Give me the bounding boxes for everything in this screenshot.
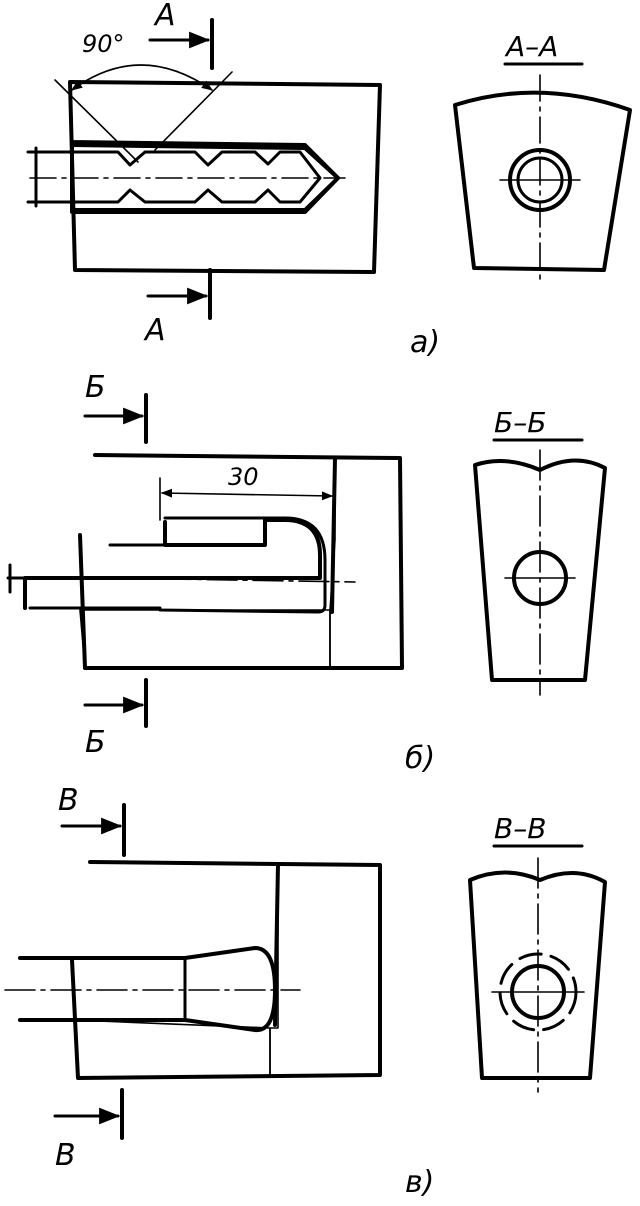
fig-a-angle-line-1	[54, 79, 139, 163]
fig-a-section-letter-bottom: А	[143, 313, 166, 348]
fig-b-section-body	[473, 458, 607, 682]
fig-c-bolt	[18, 946, 277, 1033]
fig-c-body-outline	[70, 860, 382, 1080]
fig-b-section-letter-top: Б	[85, 370, 106, 405]
fig-a-body	[68, 80, 382, 274]
fig-a-angle-label: 90°	[82, 30, 125, 58]
fig-a-section-title: А–А	[504, 30, 558, 63]
fig-c-section-letter-bottom: В	[55, 1138, 76, 1173]
fig-b-bolt-curve	[28, 516, 327, 614]
fig-c-hatch-bottom	[73, 1019, 271, 1079]
fig-c-section-body	[468, 870, 607, 1080]
figure-a: 90° А А А–А а)	[26, 0, 632, 360]
fig-b-bolt	[23, 518, 322, 610]
fig-a-caption: а)	[410, 325, 440, 360]
fig-c-caption: в)	[405, 1165, 434, 1200]
fig-a-angle-line-2	[154, 71, 233, 151]
fig-b-caption: б)	[405, 741, 435, 776]
fig-b-section-title: Б–Б	[494, 406, 546, 439]
fig-c-hatch-right	[269, 863, 381, 1077]
figure-b: 30 Б Б Б–Б б)	[6, 370, 607, 776]
fig-c-section-title: В–В	[494, 812, 546, 845]
fig-b-section-letter-bottom: Б	[85, 725, 106, 760]
fig-c-section-letter-top: В	[58, 783, 79, 818]
fig-a-section-letter-top: А	[153, 0, 176, 33]
fig-a-section-body	[453, 90, 632, 272]
fig-a-angle-arc	[71, 64, 213, 91]
fig-a-bolt	[26, 150, 322, 204]
fig-b-centerline	[114, 577, 356, 583]
fig-b-hatch-right	[329, 457, 403, 669]
fig-b-inner-wall	[330, 456, 337, 614]
fig-b-hatch-bottom	[79, 609, 331, 669]
fig-b-dim-line	[160, 488, 334, 501]
figure-c: В В В–В в)	[4, 783, 607, 1200]
fig-b-dimension-label: 30	[228, 463, 259, 491]
